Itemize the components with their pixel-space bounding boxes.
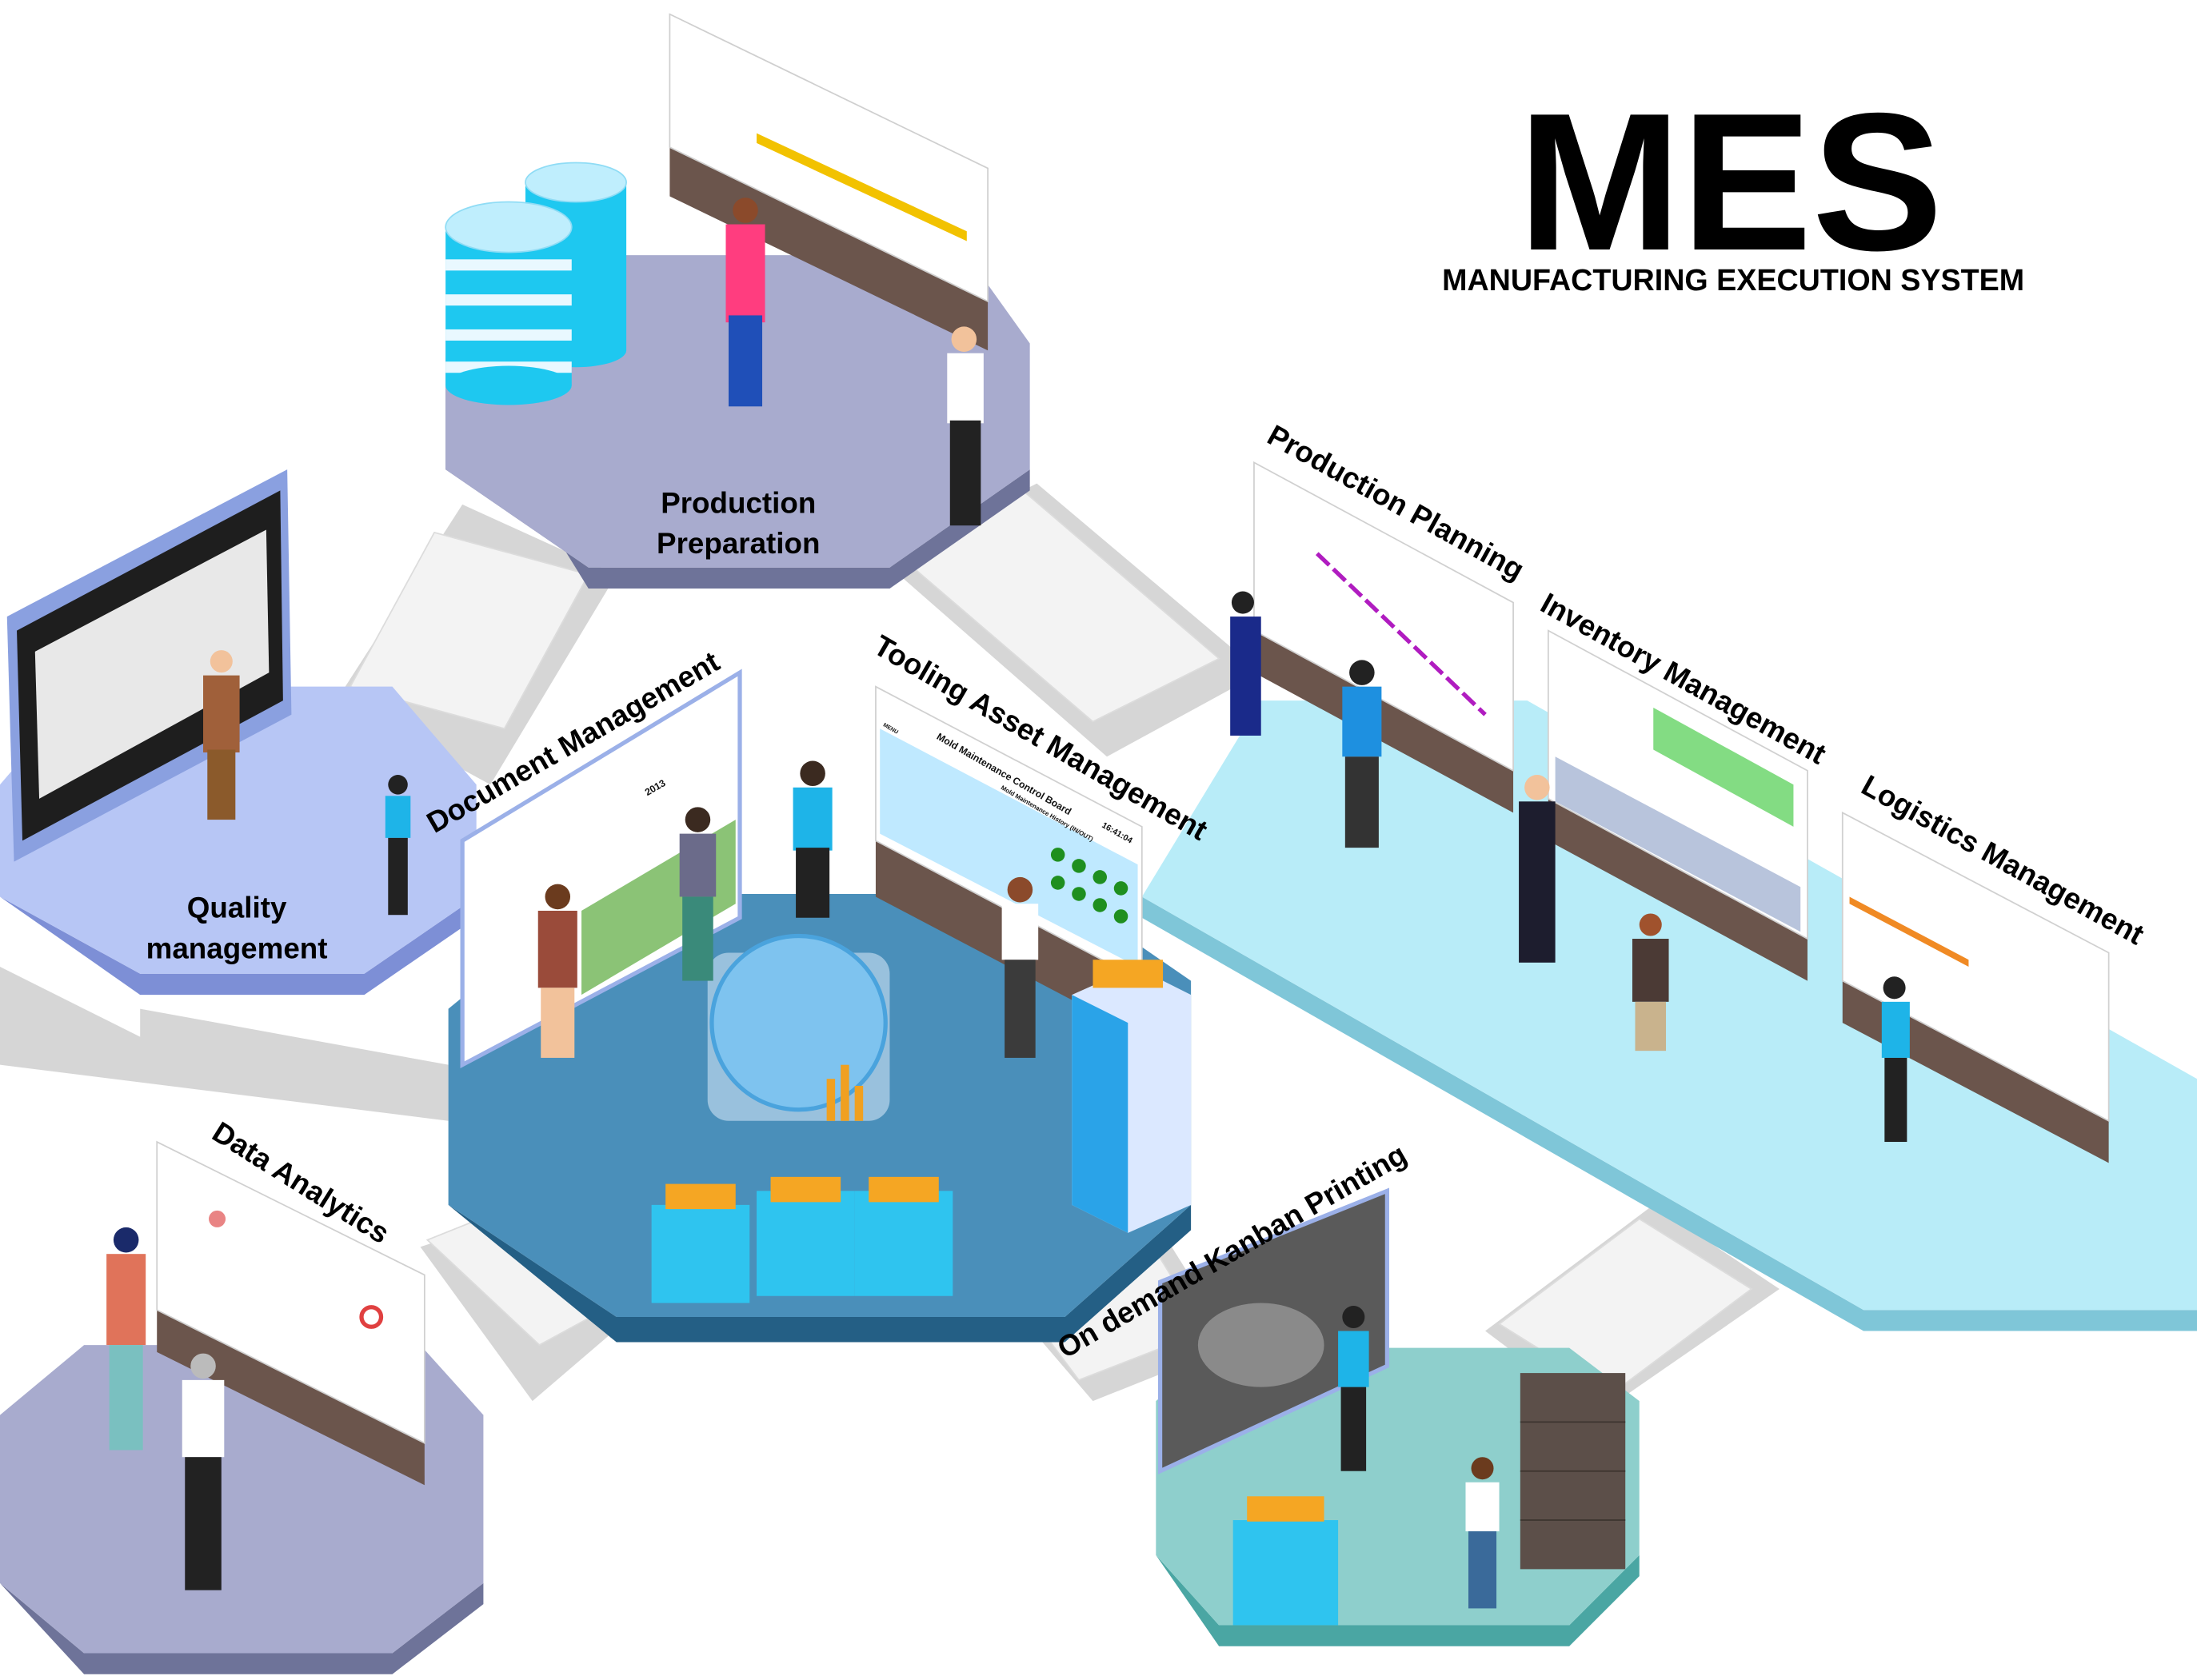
label-quality-line2: management xyxy=(146,932,328,965)
person xyxy=(679,807,717,981)
screen-production-preparation xyxy=(669,13,989,351)
person xyxy=(385,775,411,916)
server-racks-icon xyxy=(651,1176,953,1303)
floor-shadow-left xyxy=(0,967,449,1121)
screen-data-analytics xyxy=(156,1140,425,1486)
person xyxy=(1632,913,1669,1051)
person xyxy=(1881,976,1910,1143)
person xyxy=(106,1227,146,1451)
screen-quality xyxy=(6,469,292,862)
label-production-preparation-line2: Preparation xyxy=(657,527,820,560)
person xyxy=(203,650,240,820)
subtitle: MANUFACTURING EXECUTION SYSTEM xyxy=(1442,263,2024,297)
person xyxy=(725,198,765,407)
platform-logistics xyxy=(1141,700,2197,1331)
server-tower-icon xyxy=(1072,960,1192,1233)
person xyxy=(537,884,577,1058)
person xyxy=(1338,1306,1369,1471)
label-quality-line1: Quality xyxy=(187,892,287,924)
person xyxy=(1519,775,1556,963)
person xyxy=(947,326,984,526)
server-kanban-icon xyxy=(1232,1496,1339,1626)
people xyxy=(106,198,1910,1609)
main-title: MES xyxy=(1518,72,1943,291)
person xyxy=(1230,591,1261,736)
person xyxy=(182,1353,225,1590)
screen-production-planning xyxy=(1253,461,1514,813)
label-production-preparation-line1: Production xyxy=(661,486,816,519)
database-icon xyxy=(445,162,627,405)
screen-inventory xyxy=(1547,629,1808,981)
person xyxy=(793,760,833,918)
stair-steps xyxy=(349,489,1753,1395)
screen-kanban xyxy=(1157,1187,1390,1474)
filing-cabinet-icon xyxy=(1520,1373,1626,1570)
person xyxy=(1342,660,1382,848)
globe-icon xyxy=(707,933,890,1121)
person xyxy=(1001,876,1039,1058)
person xyxy=(1465,1457,1500,1609)
